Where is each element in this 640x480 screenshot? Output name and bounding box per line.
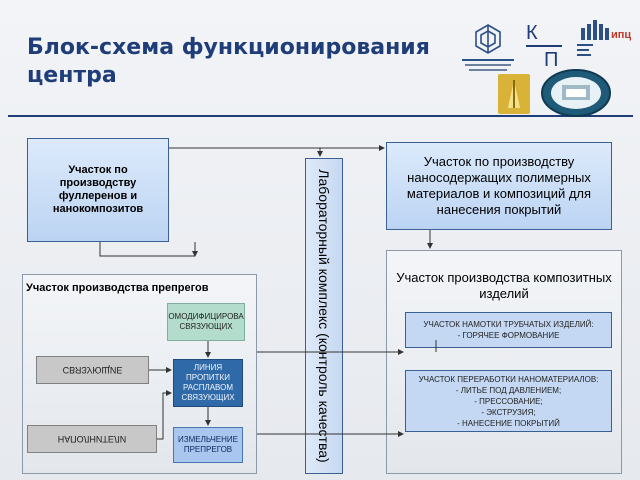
gold-emblem-logo	[498, 74, 530, 114]
prepreg-panel-title: Участок производства препрегов	[26, 282, 209, 294]
page-title: Блок-схема функционирования центра	[27, 35, 430, 88]
nano-polymers-section-label: Участок по производству наносодержащих п…	[406, 154, 592, 217]
kp-logo: К П	[524, 20, 564, 70]
winding-section-label: УЧАСТОК НАМОТКИ ТРУБЧАТЫХ ИЗДЕЛИЙ: - ГОР…	[423, 320, 594, 340]
ipc-logo: ипц	[575, 18, 631, 68]
title-divider	[8, 115, 633, 117]
impregnation-line-box: ЛИНИЯ ПРОПИТКИ РАСПЛАВОМ СВЯЗУЮЩИХ	[173, 359, 243, 407]
prepreg-grinding-label: ИЗМЕЛЬЧЕНИЕ ПРЕПРЕГОВ	[178, 435, 238, 454]
fullerenes-section-box: Участок по производству фуллеренов и нан…	[27, 138, 169, 242]
arrow-fillers-to-line	[157, 390, 172, 440]
arrow-fullerenes-to-prepreg	[99, 242, 195, 257]
fullerenes-section-label: Участок по производству фуллеренов и нан…	[52, 164, 144, 215]
svg-text:ипц: ипц	[611, 29, 631, 41]
composite-panel-title: Участок производства композитных изделий	[396, 270, 612, 301]
nanomodification-label: НАНОМОДИФИЦИРОВАНИЕ СВЯЗУЮЩИХ	[168, 312, 244, 331]
center-emblem-logo	[459, 22, 517, 74]
svg-text:К: К	[526, 22, 538, 44]
lab-complex-box: Лабораторный комплекс (контроль качества…	[305, 158, 343, 474]
winding-section-box: УЧАСТОК НАМОТКИ ТРУБЧАТЫХ ИЗДЕЛИЙ: - ГОР…	[405, 312, 612, 348]
processing-section-box: УЧАСТОК ПЕРЕРАБОТКИ НАНОМАТЕРИАЛОВ: - ЛИ…	[405, 370, 612, 432]
prepreg-grinding-box: ИЗМЕЛЬЧЕНИЕ ПРЕПРЕГОВ	[173, 427, 243, 463]
seal-logo	[540, 68, 612, 118]
svg-text:П: П	[544, 49, 558, 70]
nano-polymers-section-box: Участок по производству наносодержащих п…	[386, 142, 612, 230]
nanomodification-box: НАНОМОДИФИЦИРОВАНИЕ СВЯЗУЮЩИХ	[167, 303, 245, 341]
processing-section-label: УЧАСТОК ПЕРЕРАБОТКИ НАНОМАТЕРИАЛОВ: - ЛИ…	[418, 374, 599, 428]
impregnation-line-label: ЛИНИЯ ПРОПИТКИ РАСПЛАВОМ СВЯЗУЮЩИХ	[181, 363, 235, 402]
composite-panel	[386, 250, 622, 474]
